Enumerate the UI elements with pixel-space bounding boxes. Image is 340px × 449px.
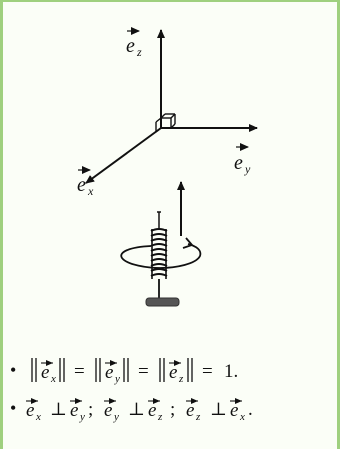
right-angle-cube-icon — [155, 113, 176, 133]
svg-text:z: z — [195, 411, 201, 423]
svg-text:e: e — [148, 400, 156, 421]
svg-text:z: z — [136, 45, 142, 59]
rotation-arrow-icon — [120, 237, 202, 269]
svg-text:⊥: ⊥ — [210, 399, 227, 419]
svg-text:y: y — [79, 411, 85, 423]
svg-text:z: z — [157, 411, 163, 423]
svg-text:y: y — [114, 373, 120, 385]
norm-equation: • e x = e y = e z = 1. — [10, 354, 340, 394]
x-axis-arrow — [85, 127, 162, 184]
svg-text:e: e — [104, 400, 112, 421]
svg-text:x: x — [87, 184, 94, 198]
svg-text:.: . — [248, 399, 253, 420]
base-plate — [145, 297, 180, 307]
svg-text:e: e — [26, 400, 34, 421]
svg-text:x: x — [50, 373, 56, 385]
svg-text:⊥: ⊥ — [50, 399, 67, 419]
svg-text:x: x — [35, 411, 41, 423]
svg-text:z: z — [178, 373, 184, 385]
svg-text:y: y — [113, 411, 119, 423]
label-ex: e x — [77, 166, 94, 198]
label-ey: e y — [234, 143, 251, 176]
svg-text:y: y — [244, 162, 251, 176]
svg-text:=: = — [138, 361, 149, 382]
svg-text:;: ; — [88, 399, 93, 420]
perpendicular-equation: • e x ⊥ e y ; e y ⊥ e z ; e z ⊥ e x . — [10, 392, 340, 432]
svg-text:•: • — [10, 398, 16, 418]
svg-text:e: e — [105, 362, 113, 383]
svg-text:;: ; — [170, 399, 175, 420]
svg-text:e: e — [186, 400, 194, 421]
svg-text:e: e — [70, 400, 78, 421]
svg-text:e: e — [234, 152, 243, 174]
svg-text:=: = — [74, 361, 85, 382]
svg-text:e: e — [126, 35, 135, 57]
svg-text:•: • — [10, 360, 16, 380]
svg-text:1.: 1. — [224, 361, 238, 382]
corkscrew-icon — [145, 181, 185, 307]
svg-text:e: e — [77, 174, 86, 196]
svg-text:e: e — [169, 362, 177, 383]
label-ez: e z — [126, 27, 142, 59]
svg-text:x: x — [239, 411, 245, 423]
svg-text:e: e — [230, 400, 238, 421]
svg-text:=: = — [202, 361, 213, 382]
svg-text:⊥: ⊥ — [128, 399, 145, 419]
svg-text:e: e — [41, 362, 49, 383]
